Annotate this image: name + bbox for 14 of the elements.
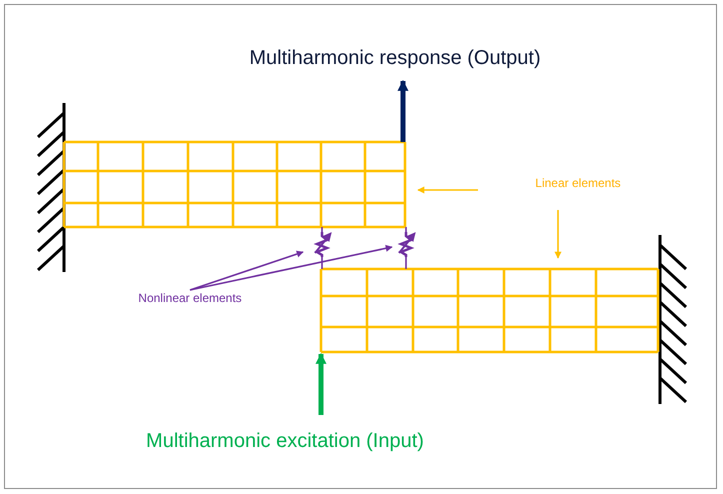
arrow — [190, 250, 304, 291]
arrow — [417, 186, 478, 194]
nonlinear-spring — [396, 232, 416, 257]
arrow — [398, 80, 408, 142]
linear-elements-label: Linear elements — [527, 175, 629, 193]
arrow — [316, 352, 326, 415]
nonlinear-elements-label: Nonlinear elements — [128, 290, 252, 308]
upper-beam-mesh — [64, 142, 405, 227]
arrow — [190, 244, 393, 291]
nonlinear-spring — [312, 232, 332, 257]
arrow — [554, 210, 562, 259]
input-label: Multiharmonic excitation (Input) — [125, 427, 445, 455]
output-label: Multiharmonic response (Output) — [230, 44, 560, 72]
lower-beam-mesh — [321, 269, 658, 352]
